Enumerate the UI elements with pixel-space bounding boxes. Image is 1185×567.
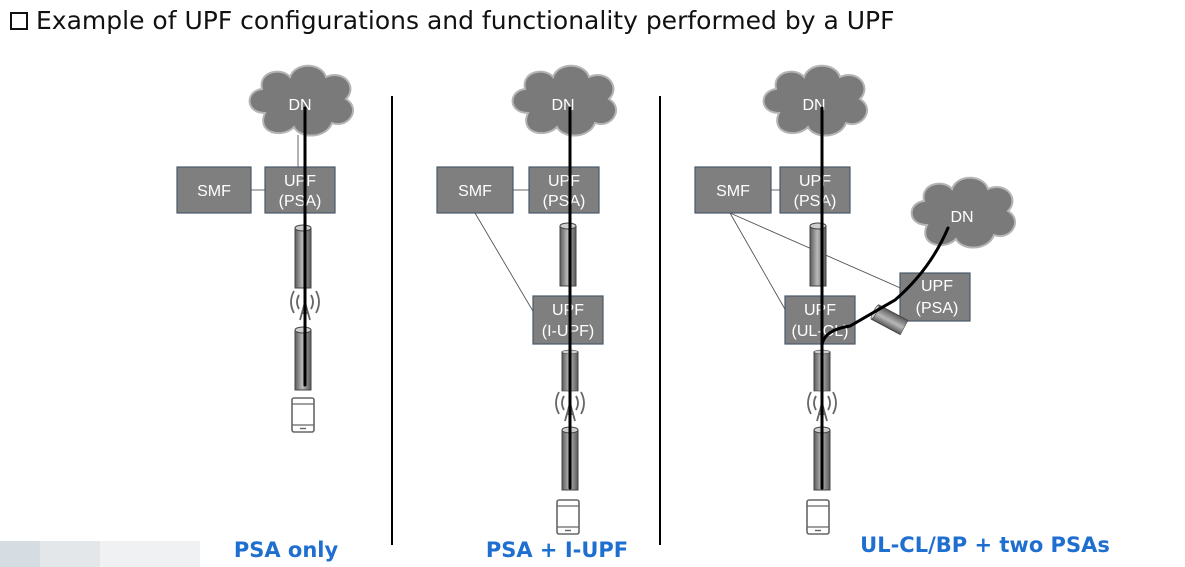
psa-label: (PSA) (916, 300, 959, 317)
upf-label: UPF (799, 173, 831, 190)
dn-label: DN (802, 97, 825, 114)
panel-psa-iupf: DN SMF UPF (PSA) UPF (I-UPF) PSA + I-UPF (436, 64, 628, 562)
tunnel-cylinder-icon (809, 222, 827, 287)
slide-title: Example of UPF configurations and functi… (10, 6, 894, 35)
panel-psa-only: DN SMF UPF (PSA) PSA only (176, 64, 355, 562)
upf-psa-box (528, 166, 600, 214)
upf-psa-box (779, 166, 851, 214)
smf-label: SMF (197, 183, 231, 200)
caption-ulcl-two-psas: UL-CL/BP + two PSAs (860, 533, 1110, 557)
psa-label: (PSA) (543, 193, 586, 210)
upf-psa-box (264, 166, 336, 214)
user-plane-branch-path (820, 226, 950, 490)
smf-box (176, 166, 252, 214)
smf-iupf-link (474, 212, 538, 319)
dn-label-2: DN (950, 209, 973, 226)
iupf-box (532, 295, 604, 345)
tunnel-cylinder-icon (294, 326, 312, 391)
caption-psa-iupf: PSA + I-UPF (486, 538, 628, 562)
upf-label: UPF (284, 173, 316, 190)
phone-icon (291, 397, 315, 433)
upf-label: UPF (804, 302, 836, 319)
psa-label: (PSA) (794, 193, 837, 210)
upf-label: UPF (552, 302, 584, 319)
panel-ulcl-two-psas: DN DN SMF UPF (PSA) UPF (PSA) UPF (UL-CL… (694, 64, 1110, 557)
smf-label: SMF (716, 183, 750, 200)
upf-label: UPF (921, 278, 953, 295)
tunnel-cylinder-icon (294, 224, 312, 289)
smf-ulcl-link (729, 212, 791, 319)
dn-label: DN (288, 97, 311, 114)
psa-label: (PSA) (279, 193, 322, 210)
caption-psa-only: PSA only (234, 538, 339, 562)
checkbox-bullet-icon (10, 12, 28, 30)
upf-psa2-box (899, 272, 971, 322)
slide-title-text: Example of UPF configurations and functi… (36, 6, 895, 35)
ulcl-label: (UL-CL) (792, 323, 849, 340)
tunnel-cylinder-icon (559, 222, 577, 287)
phone-icon (806, 499, 830, 535)
upf-label: UPF (548, 173, 580, 190)
iupf-label: (I-UPF) (542, 323, 594, 340)
smf-label: SMF (458, 183, 492, 200)
phone-icon (556, 499, 580, 535)
smf-box (694, 166, 772, 214)
ulcl-box (784, 295, 856, 345)
blurred-area (0, 541, 200, 567)
